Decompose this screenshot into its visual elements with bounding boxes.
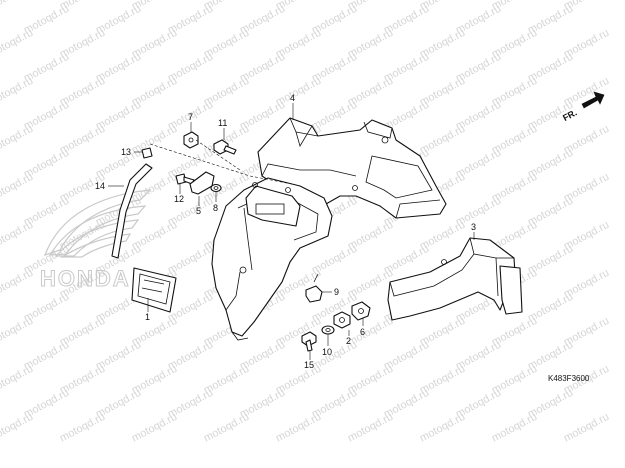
part-11-bolt[interactable] — [213, 139, 237, 155]
part-3-splash-shield[interactable] — [387, 237, 523, 321]
part-14-wire[interactable] — [111, 163, 153, 259]
callout-9: 9 — [334, 287, 339, 297]
site-watermark: motoqd.ru — [0, 315, 35, 349]
callout-13: 13 — [121, 147, 131, 157]
leader-lines — [108, 103, 475, 360]
part-13-clip[interactable] — [141, 147, 153, 159]
site-watermark: motoqd.ru — [490, 411, 539, 445]
callouts: 1 2 3 4 5 6 7 8 9 10 11 12 13 14 15 — [95, 93, 476, 370]
site-watermark: motoqd.ru — [0, 219, 35, 253]
site-watermark: motoqd.ru — [418, 411, 467, 445]
callout-11: 11 — [218, 118, 227, 128]
front-arrow-icon — [581, 91, 605, 109]
site-watermark: motoqd.ru — [0, 0, 35, 13]
honda-logo-text: HONDA — [40, 266, 131, 291]
site-watermark: motoqd.ru — [562, 411, 611, 445]
site-watermark: motoqd.ru — [0, 27, 35, 61]
callout-1: 1 — [145, 312, 150, 322]
site-watermark: motoqd.ru — [0, 123, 35, 157]
honda-wing-logo — [43, 189, 152, 258]
part-1-lower-fender[interactable] — [211, 177, 333, 341]
callout-5: 5 — [196, 206, 201, 216]
callout-15: 15 — [304, 360, 314, 370]
callout-12: 12 — [174, 194, 184, 204]
site-watermark: motoqd.ru — [0, 411, 35, 445]
part-8-washer[interactable] — [210, 183, 222, 193]
site-watermark: motoqd.ru — [0, 75, 35, 109]
part-10-washer[interactable] — [321, 325, 335, 335]
callout-8: 8 — [213, 203, 218, 213]
callout-4: 4 — [290, 93, 295, 103]
diagram-code: K483F3600 — [548, 374, 590, 383]
callout-14: 14 — [95, 181, 105, 191]
part-license-light[interactable] — [131, 267, 177, 313]
part-7-nut[interactable] — [183, 131, 199, 149]
callout-10: 10 — [322, 347, 332, 357]
site-watermark: motoqd.ru — [274, 411, 323, 445]
callout-7: 7 — [188, 112, 193, 122]
site-watermark: motoqd.ru — [346, 411, 395, 445]
site-watermark: motoqd.ru — [130, 411, 179, 445]
part-9-bolt[interactable] — [305, 273, 323, 303]
part-2-nut[interactable] — [333, 311, 351, 329]
callout-6: 6 — [360, 327, 365, 337]
callout-2: 2 — [346, 336, 351, 346]
site-watermark: motoqd.ru — [202, 411, 251, 445]
part-15-bolt[interactable] — [301, 331, 317, 352]
site-watermark: motoqd.ru — [0, 363, 35, 397]
part-6-bolt[interactable] — [351, 301, 371, 321]
callout-3: 3 — [471, 222, 476, 232]
site-watermark: motoqd.ru — [58, 411, 107, 445]
site-watermark: motoqd.ru — [0, 267, 35, 301]
site-watermark: motoqd.ru — [0, 171, 35, 205]
